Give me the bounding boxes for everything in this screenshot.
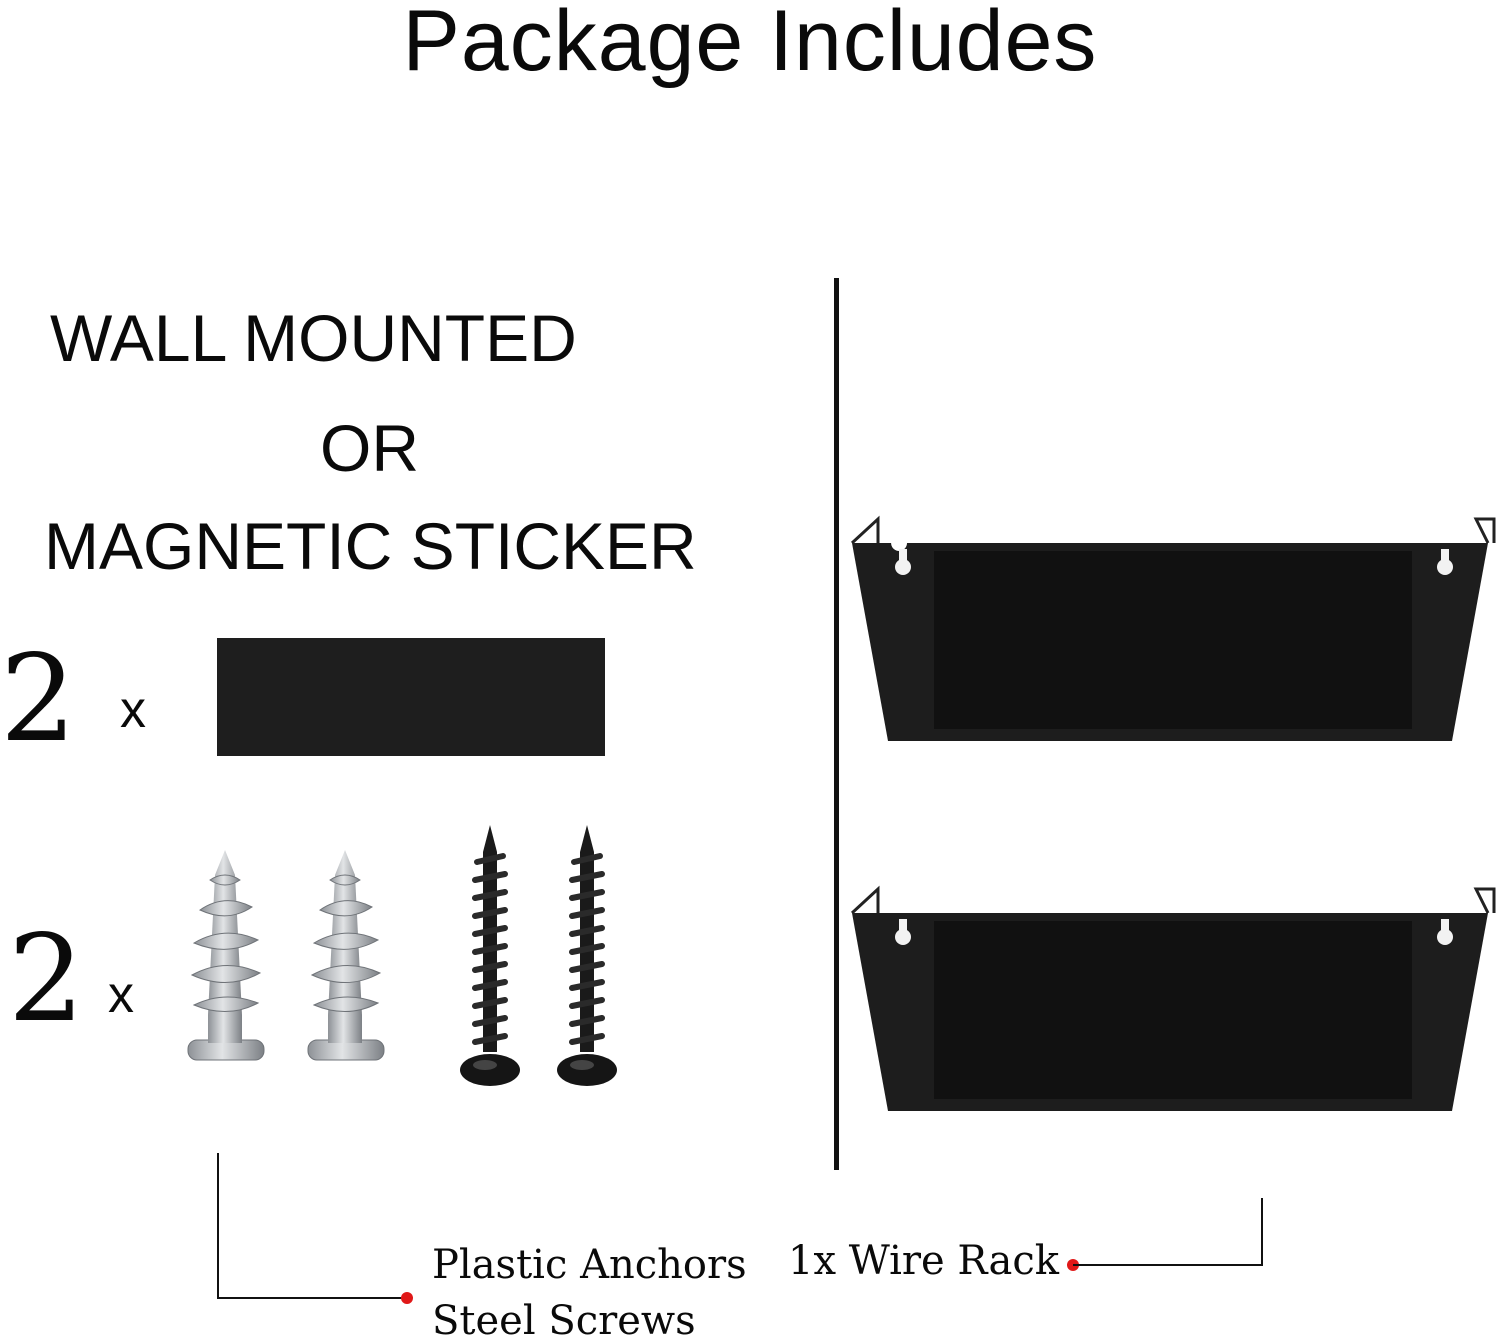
steel-screw-icon xyxy=(460,825,520,1086)
wire-rack-icon xyxy=(850,515,1496,741)
wire-rack-icon xyxy=(850,885,1496,1111)
sticker-times-sign: x xyxy=(120,681,146,739)
page-title: Package Includes xyxy=(402,0,1098,89)
or-label: OR xyxy=(320,411,419,485)
anchors-callout-line xyxy=(217,1153,219,1299)
magnetic-sticker-label: MAGNETIC STICKER xyxy=(44,509,697,583)
wall-mounted-label: WALL MOUNTED xyxy=(50,301,577,375)
plastic-anchor-icon xyxy=(307,850,385,1061)
anchors-callout-dot xyxy=(401,1292,413,1304)
hardware-quantity: 2 xyxy=(8,910,85,1049)
rack-callout-line xyxy=(1073,1264,1263,1266)
plastic-anchors-caption: Plastic Anchors xyxy=(432,1242,747,1288)
section-divider xyxy=(834,278,839,1170)
magnetic-sticker-image xyxy=(217,638,605,756)
steel-screw-icon xyxy=(557,825,617,1086)
rack-callout-line xyxy=(1261,1198,1263,1266)
plastic-anchor-icon xyxy=(187,850,265,1061)
wire-rack-caption: 1x Wire Rack xyxy=(788,1238,1059,1284)
anchors-callout-line xyxy=(217,1297,407,1299)
hardware-times-sign: x xyxy=(108,966,134,1024)
steel-screws-caption: Steel Screws xyxy=(432,1298,696,1344)
sticker-quantity: 2 xyxy=(0,630,77,769)
